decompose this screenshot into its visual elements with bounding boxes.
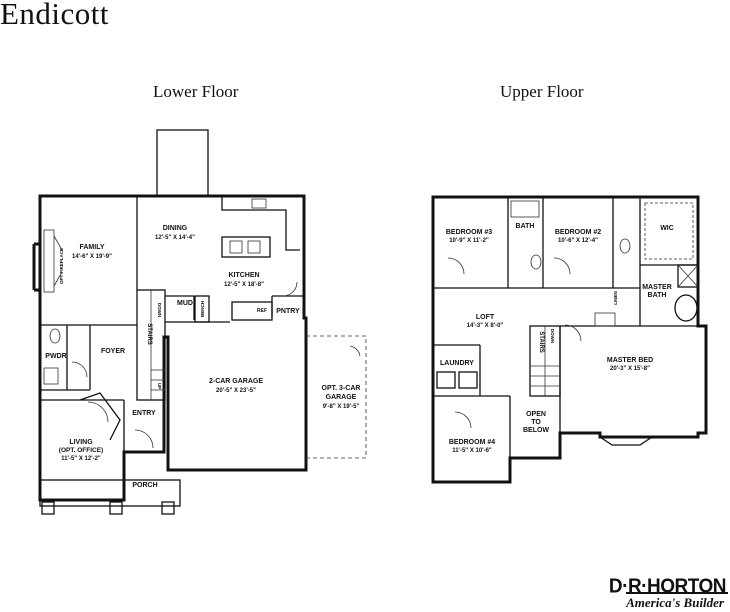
entry-label: ENTRY	[132, 410, 156, 417]
dining-label: DINING	[163, 225, 188, 232]
porch-label: PORCH	[132, 482, 157, 489]
stairs-up-label: UP	[157, 383, 162, 389]
bedroom2-label: BEDROOM #2	[555, 229, 601, 236]
laundry-label: LAUNDRY	[440, 360, 474, 367]
bedroom2-size: 10'-6" X 12'-4"	[558, 238, 598, 244]
lower-floor-title: Lower Floor	[153, 82, 239, 101]
chimney	[156, 129, 209, 197]
living-label: LIVING	[69, 439, 93, 446]
living-size: 11'-5" X 12'-2"	[61, 456, 101, 462]
washer	[436, 371, 456, 389]
sink	[43, 367, 59, 385]
open-below-label3: BELOW	[523, 427, 549, 434]
loft-size: 14'-3" X 8'-0"	[467, 323, 504, 329]
plan-title: Endicott	[0, 0, 110, 31]
upper-stairs-label: STAIRS	[538, 331, 544, 353]
garage3-size: 9'-8" X 19'-5"	[323, 404, 360, 410]
upper-floor-plan: BEDROOM #3 10'-9" X 11'-2" BATH BEDROOM …	[431, 195, 708, 484]
door-swing	[71, 361, 88, 378]
fireplace	[43, 229, 55, 293]
bedroom4-size: 11'-5" X 10'-6"	[452, 448, 492, 454]
toilet	[49, 328, 61, 344]
toilet	[619, 238, 631, 254]
kitchen-island	[221, 236, 271, 258]
bath-label: BATH	[516, 223, 535, 230]
open-below-label2: TO	[531, 419, 541, 426]
wic-label: WIC	[660, 225, 674, 232]
bench-label: BENCH	[200, 301, 205, 317]
family-size: 14'-6" X 19'-9"	[72, 254, 112, 260]
lower-floor-plan: FAMILY 14'-6" X 19'-9" OPT FIREPLACE DIN…	[32, 129, 367, 515]
bedroom3-label: BEDROOM #3	[446, 229, 492, 236]
master-bath-label: MASTER	[642, 284, 672, 291]
garage2-size: 20'-5" X 23'-5"	[216, 388, 256, 394]
stairs-down-label: DOWN	[157, 303, 162, 317]
dryer	[458, 371, 478, 389]
bedroom4-label: BEDROOM #4	[449, 439, 495, 446]
porch-column	[41, 501, 55, 515]
master-tub	[674, 294, 698, 322]
bathtub	[510, 200, 540, 218]
opt-garage-outline	[306, 335, 367, 459]
brand-logo: D·R·HORTON	[608, 575, 727, 598]
brand-tagline: America's Builder	[626, 595, 724, 610]
living-subname: (OPT. OFFICE)	[59, 447, 103, 454]
loft-label: LOFT	[476, 314, 495, 321]
dining-size: 12'-5" X 14'-4"	[155, 235, 195, 241]
bedroom3-size: 10'-9" X 11'-2"	[449, 238, 489, 244]
kitchen-counter	[221, 196, 300, 251]
open-below-label: OPEN	[526, 411, 546, 418]
mud-label: MUD	[177, 300, 193, 307]
porch-column	[161, 501, 175, 515]
wic-shelving	[644, 202, 694, 260]
garage3-label2: GARAGE	[326, 394, 357, 401]
stairs-label: STAIRS	[146, 323, 152, 345]
fireplace-label: OPT FIREPLACE	[59, 248, 64, 284]
brand-logo-rule	[626, 592, 728, 594]
family-label: FAMILY	[79, 244, 104, 251]
ref-label: REF	[257, 308, 267, 314]
master-bed-size: 20'-3" X 15'-8"	[610, 366, 650, 372]
porch-column	[109, 501, 123, 515]
toilet	[530, 254, 542, 270]
kitchen-label: KITCHEN	[228, 272, 259, 279]
garage3-label: OPT. 3-CAR	[322, 385, 361, 392]
upper-floor-title: Upper Floor	[500, 82, 584, 101]
shower	[677, 264, 699, 288]
pantry-label: PNTRY	[276, 308, 300, 315]
foyer-label: FOYER	[101, 348, 125, 355]
master-bath-label2: BATH	[648, 292, 667, 299]
lower-exterior-walls	[38, 194, 308, 502]
bay-window	[79, 392, 121, 441]
linen-label: LINEN	[613, 291, 618, 305]
garage2-label: 2-CAR GARAGE	[209, 378, 263, 385]
powder-label: PWDR	[45, 353, 66, 360]
master-bed-label: MASTER BED	[607, 357, 653, 364]
kitchen-size: 12'-5" X 18'-8"	[224, 282, 264, 288]
upper-stairs-down-label: DOWN	[550, 329, 555, 343]
